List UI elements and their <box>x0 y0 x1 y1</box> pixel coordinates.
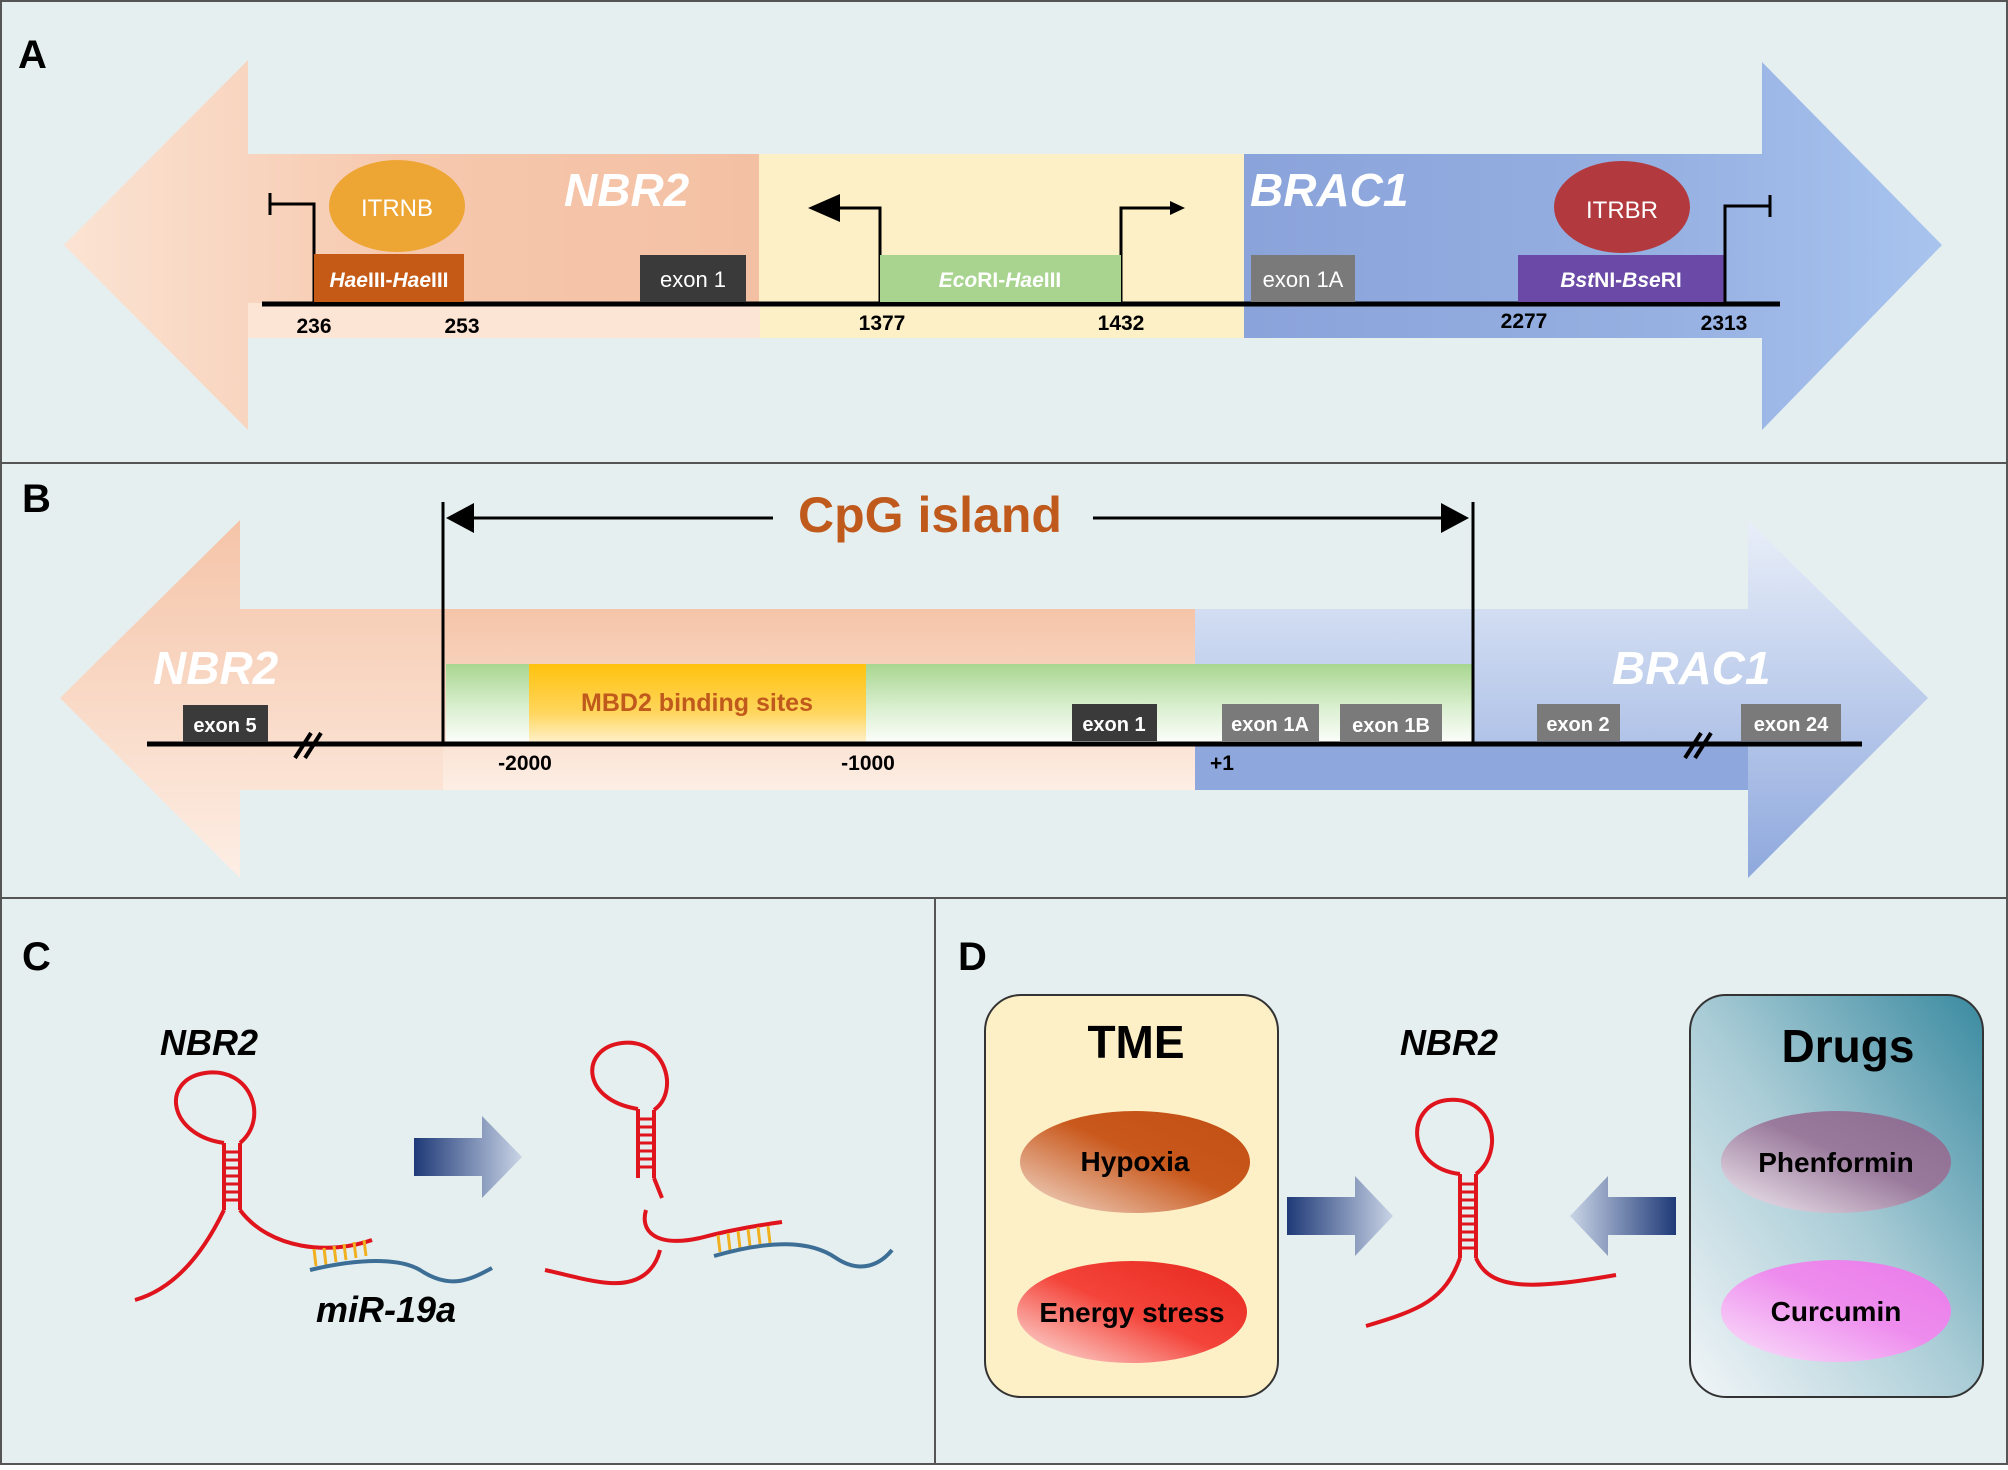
panel-a-diagram: ITRNB HaeIII-HaeIII NBR2 exon 1 EcoRI-Ha… <box>64 60 1942 430</box>
exon1b-box-b <box>1340 704 1442 742</box>
phenformin-label: Phenformin <box>1758 1147 1914 1178</box>
pos-2277: 2277 <box>1501 310 1548 333</box>
phenformin-oval <box>1721 1111 1951 1213</box>
mirna-strand-2 <box>713 1242 894 1269</box>
brac1-title-b: BRAC1 <box>1612 642 1770 694</box>
panel-c-label: C <box>22 935 51 979</box>
promoter-region <box>759 154 1245 338</box>
cpg-arrow-right-head <box>1441 503 1469 533</box>
exon1-label-b: exon 1 <box>1082 714 1145 736</box>
nbr2-hairpin-d <box>1365 1097 1617 1328</box>
itrnb-label: ITRNB <box>361 195 433 222</box>
pos-minus-1000: -1000 <box>841 752 895 775</box>
ecori-label: EcoRI-HaeIII <box>939 269 1062 292</box>
panel-c-diagram: NBR2 miR-19a <box>134 1022 894 1330</box>
nbr2-title-a: NBR2 <box>564 164 690 216</box>
pos-2313: 2313 <box>1701 312 1748 335</box>
mbd2-box <box>529 664 866 746</box>
pos-1377: 1377 <box>859 312 906 335</box>
panel-a-label: A <box>18 33 47 77</box>
break-mark-right <box>1683 731 1713 760</box>
curcumin-oval <box>1721 1260 1951 1362</box>
exon1-box-a <box>640 255 746 302</box>
right-promoter-arrowhead <box>1170 201 1185 215</box>
panel-d-diagram: TME Hypoxia Energy stress NBR2 Drugs Phe… <box>984 994 1984 1398</box>
exon2-label: exon 2 <box>1546 714 1609 736</box>
nbr2-title-b: NBR2 <box>153 642 279 694</box>
hairpin-2-stem-rungs <box>638 1117 654 1169</box>
exon24-label: exon 24 <box>1754 714 1829 736</box>
hypoxia-oval <box>1020 1111 1250 1213</box>
drugs-title: Drugs <box>1782 1020 1915 1072</box>
brac1-title-a: BRAC1 <box>1250 164 1408 216</box>
hairpin-1-stem-rungs <box>224 1150 240 1202</box>
exon5-box <box>183 705 268 742</box>
exon1a-box-b <box>1222 704 1319 741</box>
itrbr-oval <box>1554 161 1690 253</box>
haeiii-box <box>314 254 464 302</box>
d-arrow-right <box>1287 1176 1393 1256</box>
bstni-label: BstNI-BseRI <box>1560 269 1681 292</box>
brac1-lower-b <box>1195 744 1748 790</box>
nbr2-arrow-b-left <box>60 520 443 878</box>
tme-title: TME <box>1087 1016 1184 1068</box>
exon1a-box-a <box>1251 255 1355 302</box>
itrnb-oval <box>329 160 465 252</box>
energy-stress-label: Energy stress <box>1039 1297 1224 1328</box>
ecori-box <box>880 255 1121 302</box>
exon1-label-a: exon 1 <box>660 267 726 292</box>
pos-plus-1: +1 <box>1210 752 1234 775</box>
itrbr-label: ITRBR <box>1586 197 1658 224</box>
panel-d-label: D <box>958 935 987 979</box>
nbr2-label-c: NBR2 <box>160 1022 258 1063</box>
d-arrow-left <box>1570 1176 1676 1256</box>
energy-stress-oval <box>1017 1261 1247 1363</box>
exon1b-label-b: exon 1B <box>1352 715 1430 737</box>
exon1a-label-a: exon 1A <box>1263 267 1344 292</box>
exon1a-label-b: exon 1A <box>1231 714 1309 736</box>
nbr2-label-d: NBR2 <box>1400 1022 1498 1063</box>
exon24-box <box>1741 704 1841 741</box>
left-promoter-arrowhead <box>808 194 840 222</box>
pos-253: 253 <box>444 315 479 338</box>
panel-d-frame <box>934 897 2008 1465</box>
mirna-strand-1 <box>309 1259 493 1284</box>
hairpin-d-stem-rungs <box>1460 1182 1476 1250</box>
pos-1432: 1432 <box>1098 312 1145 335</box>
bstni-box <box>1518 255 1725 302</box>
c-transition-arrow <box>414 1116 522 1198</box>
cpg-arrow-left-head <box>446 503 474 533</box>
curcumin-label: Curcumin <box>1771 1296 1902 1327</box>
haeiii-label: HaeIII-HaeIII <box>329 269 448 292</box>
break-mark-left <box>293 731 323 760</box>
mir-19a-label: miR-19a <box>316 1289 456 1330</box>
binding-rungs-2 <box>716 1225 772 1253</box>
exon1-box-b <box>1072 704 1157 741</box>
nbr2-lower-fade <box>248 303 760 338</box>
pos-236: 236 <box>296 315 331 338</box>
pos-minus-2000: -2000 <box>498 752 552 775</box>
panel-b-diagram: MBD2 binding sites NBR2 BRAC1 CpG island… <box>60 487 1928 878</box>
exon2-box <box>1537 704 1620 741</box>
mbd2-label: MBD2 binding sites <box>581 689 813 717</box>
exon5-label: exon 5 <box>193 715 256 737</box>
binding-rungs-1 <box>312 1239 368 1267</box>
a-right-terminator <box>1723 195 1772 304</box>
panel-b-label: B <box>22 477 51 521</box>
cpg-island-label: CpG island <box>798 487 1062 543</box>
hypoxia-label: Hypoxia <box>1081 1146 1190 1177</box>
